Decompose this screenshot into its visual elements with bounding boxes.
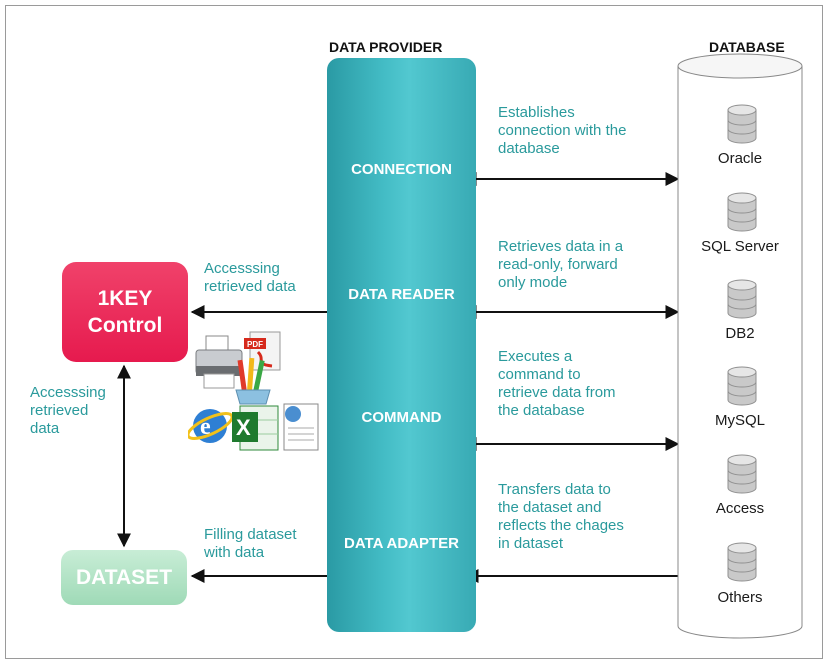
dataset-label: DATASET (75, 565, 173, 589)
sql-server-label: SQL Server (701, 238, 779, 255)
filling-label: Filling dataset with data (204, 526, 297, 561)
command-label: COMMAND (361, 409, 442, 426)
mysql-label: MySQL (714, 412, 765, 429)
db2-db-icon (727, 279, 757, 319)
data-provider-box (327, 58, 476, 632)
data-reader-label: DATA READER (348, 286, 455, 303)
app-icons-cluster: PDF e X (188, 331, 319, 451)
document-icon (283, 403, 319, 451)
key-control-line2: Control (87, 314, 163, 337)
database-cylinder (677, 53, 803, 639)
connection-label: CONNECTION (351, 161, 452, 178)
accessing-label-left: Accesssing retrieved data (30, 384, 106, 437)
adapter-description: Transfers data to the dataset and reflec… (498, 481, 624, 552)
svg-text:PDF: PDF (247, 340, 263, 349)
access-db-icon (727, 454, 757, 494)
key-control-box: 1KEY Control (62, 262, 188, 362)
pencils-icon (235, 357, 271, 405)
internet-explorer-icon: e (188, 409, 234, 443)
dataset-box: DATASET (61, 550, 187, 605)
accessing-label-right: Accesssing retrieved data (204, 260, 296, 295)
oracle-label: Oracle (717, 150, 763, 167)
provider-header: DATA PROVIDER (329, 39, 443, 55)
db2-label: DB2 (725, 325, 755, 342)
svg-text:X: X (236, 415, 251, 440)
command-description: Executes a command to retrieve data from… (498, 348, 616, 419)
others-label: Others (717, 589, 763, 606)
reader-description: Retrieves data in a read-only, forward o… (498, 238, 624, 291)
svg-text:e: e (200, 414, 211, 440)
connection-description: Establishes connection with the database (498, 104, 627, 157)
oracle-db-icon (727, 104, 757, 144)
database-header: DATABASE (709, 39, 785, 55)
printer-icon (195, 335, 243, 389)
excel-icon: X (232, 405, 279, 451)
key-control-line1: 1KEY (97, 287, 153, 310)
mysql-db-icon (727, 366, 757, 406)
others-db-icon (727, 542, 757, 582)
access-label: Access (715, 500, 765, 517)
data-adapter-label: DATA ADAPTER (344, 535, 459, 552)
sql-server-db-icon (727, 192, 757, 232)
